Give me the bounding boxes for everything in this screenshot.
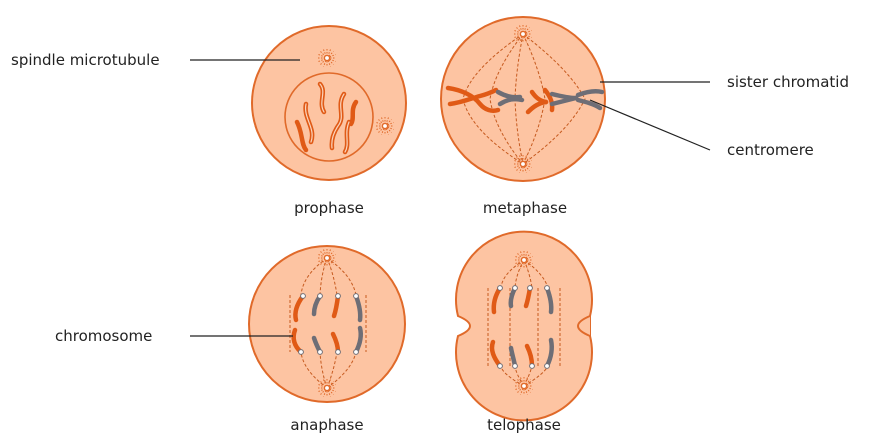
prophase-label: prophase [294, 199, 364, 217]
spindle-microtubule-label: spindle microtubule [11, 51, 160, 69]
telophase-label: telophase [487, 416, 561, 434]
metaphase-cell [441, 17, 605, 181]
telophase-cell [456, 232, 592, 421]
chromosome-label: chromosome [55, 327, 152, 345]
prophase-cell [252, 26, 406, 180]
centromere-label: centromere [727, 141, 814, 159]
centromere-leader [590, 100, 710, 150]
anaphase-cell [249, 246, 405, 402]
sister-chromatid-label: sister chromatid [727, 73, 849, 91]
anaphase-label: anaphase [290, 416, 363, 434]
metaphase-label: metaphase [483, 199, 567, 217]
